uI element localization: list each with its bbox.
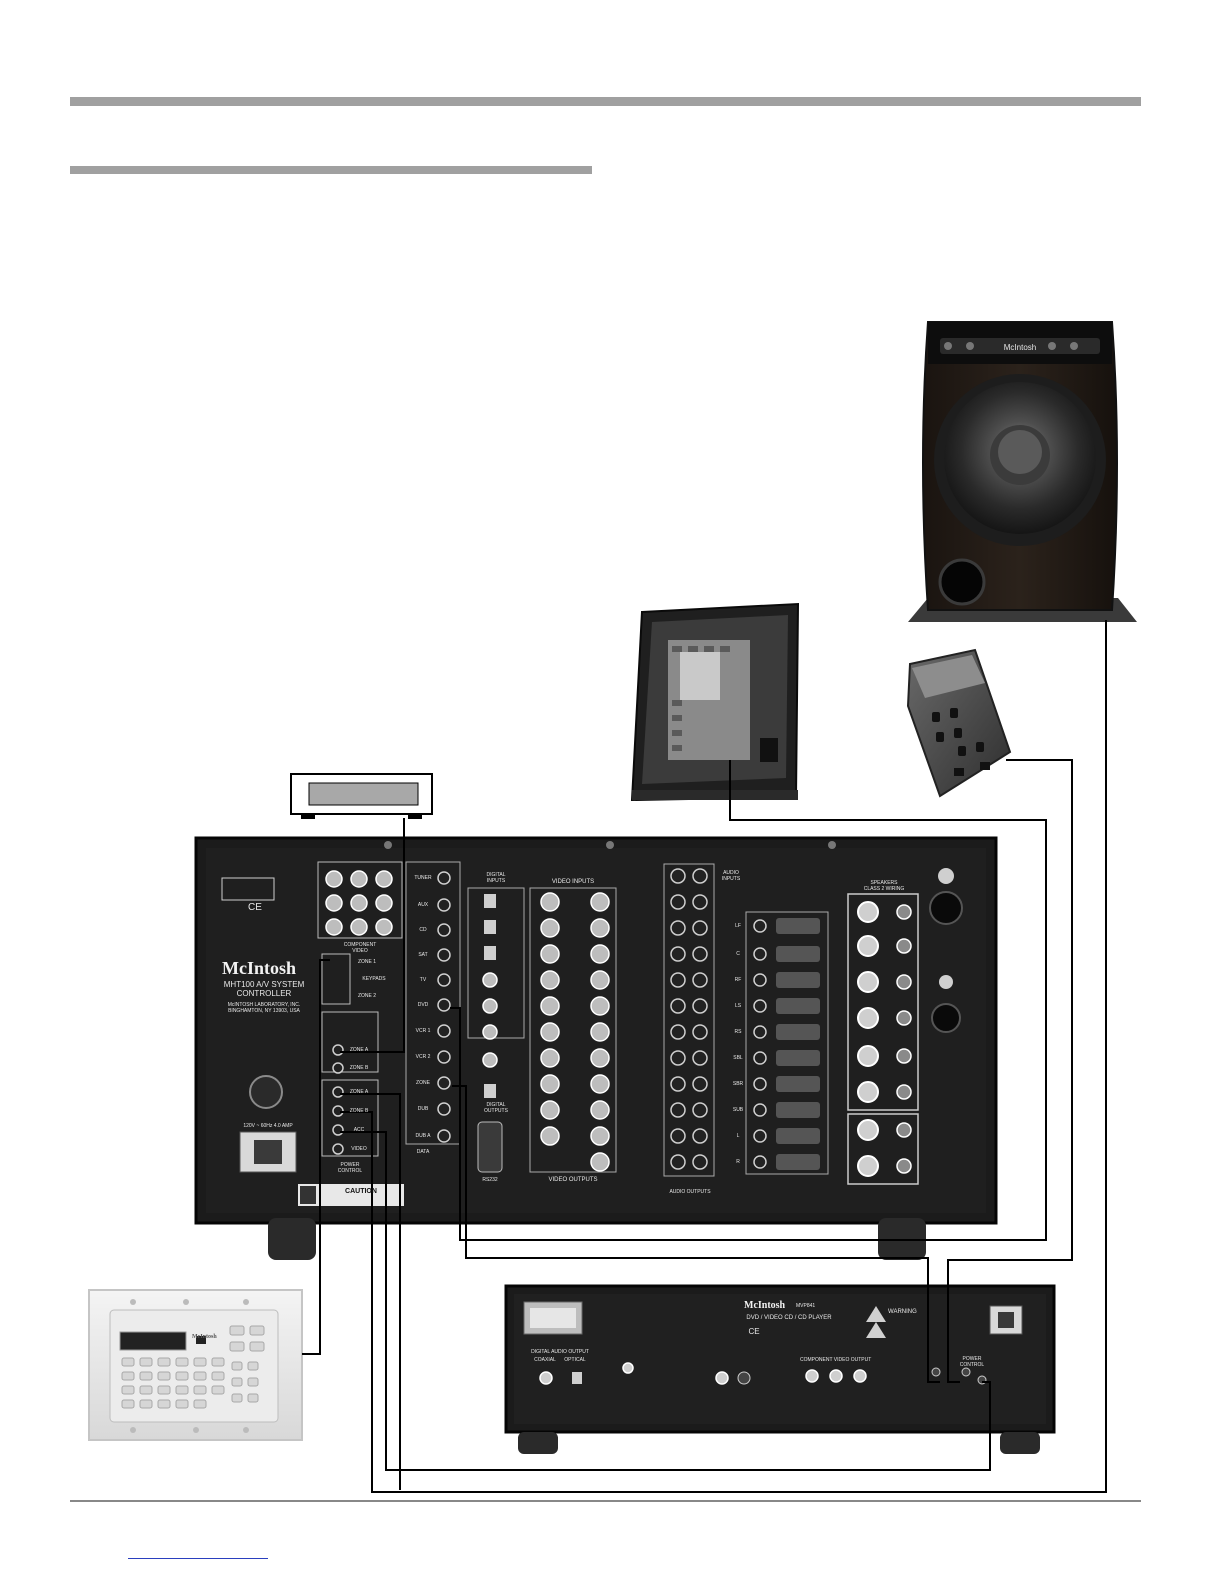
- power-strip-icon: [906, 648, 1012, 798]
- junction-box-icon: [630, 602, 800, 802]
- receiver-rear-panel: [194, 836, 998, 1260]
- channel-label-ls: LS: [734, 1003, 742, 1009]
- rs232-label: RS232: [482, 1177, 498, 1183]
- dvd-title: DVD / VIDEO CD / CD PLAYER: [746, 1315, 832, 1321]
- wire-zone-a: [340, 1093, 401, 1490]
- tuner-icon: [290, 773, 433, 819]
- dvd-model: MVP841: [796, 1303, 816, 1309]
- dvd-coaxial-label: COAXIAL: [534, 1357, 556, 1363]
- channel-label-lf: LF: [735, 923, 741, 929]
- video-outputs-label: VIDEO OUTPUTS: [548, 1177, 598, 1183]
- input-label-vcr2: VCR 2: [415, 1054, 431, 1060]
- channel-label-sbl: SBL: [733, 1055, 743, 1061]
- keypad-icon: [88, 1289, 303, 1441]
- wire-junction-box: [450, 760, 1047, 1241]
- dvd-component-label: COMPONENT VIDEO OUTPUT: [800, 1357, 872, 1363]
- zone-label-6: VIDEO: [351, 1146, 367, 1152]
- zone-label-1: ZONE A: [349, 1047, 369, 1053]
- input-label-dvd: DVD: [417, 1002, 429, 1008]
- zone-label-4: ZONE B: [349, 1108, 369, 1114]
- subwoofer-brand: McIntosh: [1004, 343, 1036, 352]
- input-label-tv: TV: [419, 977, 427, 983]
- dvd-player-rear-panel: [504, 1284, 1056, 1454]
- receiver-ce-mark: CE: [248, 902, 262, 913]
- wire-subwoofer: [340, 620, 1107, 1493]
- channel-label-rf: RF: [734, 977, 742, 983]
- dvd-digital-audio-label: DIGITAL AUDIO OUTPUT: [531, 1349, 589, 1355]
- channel-label-rs: RS: [734, 1029, 742, 1035]
- mains-label: 120V ~ 60Hz 4.0 AMP: [243, 1123, 293, 1129]
- input-label-cd: CD: [419, 927, 427, 933]
- dvd-warning-label: WARNING: [888, 1309, 917, 1315]
- speakers-label: SPEAKERS CLASS 2 WIRING: [863, 880, 905, 892]
- receiver-brand: McIntosh: [222, 958, 297, 978]
- input-label-vcr1: VCR 1: [415, 1028, 431, 1034]
- digital-outputs-label: DIGITAL OUTPUTS: [484, 1102, 508, 1114]
- audio-inputs-label: AUDIO INPUTS: [721, 870, 741, 882]
- footer-rule: [70, 1500, 1141, 1502]
- keypad-brand: McIntosh: [192, 1334, 217, 1340]
- input-label-tuner: TUNER: [414, 875, 432, 881]
- channel-label-c: C: [736, 951, 740, 957]
- channel-label-sub: SUB: [732, 1107, 744, 1113]
- zone-label-2: ZONE B: [349, 1065, 369, 1071]
- input-label-dub-a: DUB A: [415, 1133, 431, 1139]
- dvd-power-control-label: POWER CONTROL: [959, 1356, 985, 1368]
- dvd-brand: McIntosh: [744, 1300, 786, 1311]
- dvd-ce-mark: CE: [748, 1327, 760, 1336]
- channel-label-l: L: [736, 1133, 740, 1139]
- digital-inputs-label: DIGITAL INPUTS: [486, 872, 506, 884]
- receiver-address: McINTOSH LABORATORY, INC. BINGHAMTON, NY…: [227, 1002, 301, 1014]
- power-control-label: POWER CONTROL: [337, 1162, 363, 1174]
- dvd-optical-label: OPTICAL: [564, 1357, 586, 1363]
- ir-label-zone2: ZONE 2: [357, 993, 377, 999]
- zone-label-3: ZONE A: [349, 1089, 369, 1095]
- input-label-aux: AUX: [417, 902, 429, 908]
- wiring: [302, 620, 1107, 1493]
- caution-label: CAUTION: [345, 1188, 377, 1195]
- input-label-sat: SAT: [418, 952, 428, 958]
- input-label-data: DATA: [416, 1149, 430, 1155]
- video-inputs-label: VIDEO INPUTS: [551, 879, 595, 885]
- subwoofer-icon: [908, 321, 1137, 622]
- wire-power-strip: [947, 759, 1073, 1383]
- channel-label-sbr: SBR: [732, 1081, 744, 1087]
- ir-label-zone1: ZONE 1: [357, 959, 377, 965]
- wire-keypad-to-receiver: [302, 959, 330, 1355]
- receiver-model: MHT100 A/V SYSTEM CONTROLLER: [223, 980, 305, 998]
- wire-dvd-zone: [452, 1085, 940, 1383]
- audio-outputs-label: AUDIO OUTPUTS: [669, 1189, 711, 1195]
- input-label-zone: ZONE: [416, 1080, 430, 1086]
- wire-tuner-to-receiver: [340, 818, 405, 1053]
- wire-dvd-power: [340, 1131, 991, 1471]
- top-rule: [70, 97, 1141, 106]
- channel-label-r: R: [736, 1159, 740, 1165]
- section-rule: [70, 166, 592, 174]
- component-video-label: COMPONENT VIDEO: [343, 942, 377, 954]
- footer-link-underline[interactable]: [128, 1558, 268, 1559]
- zone-label-5: ACC: [353, 1127, 365, 1133]
- input-label-dub: DUB: [417, 1106, 429, 1112]
- ir-label-keypads: KEYPADS: [362, 976, 386, 982]
